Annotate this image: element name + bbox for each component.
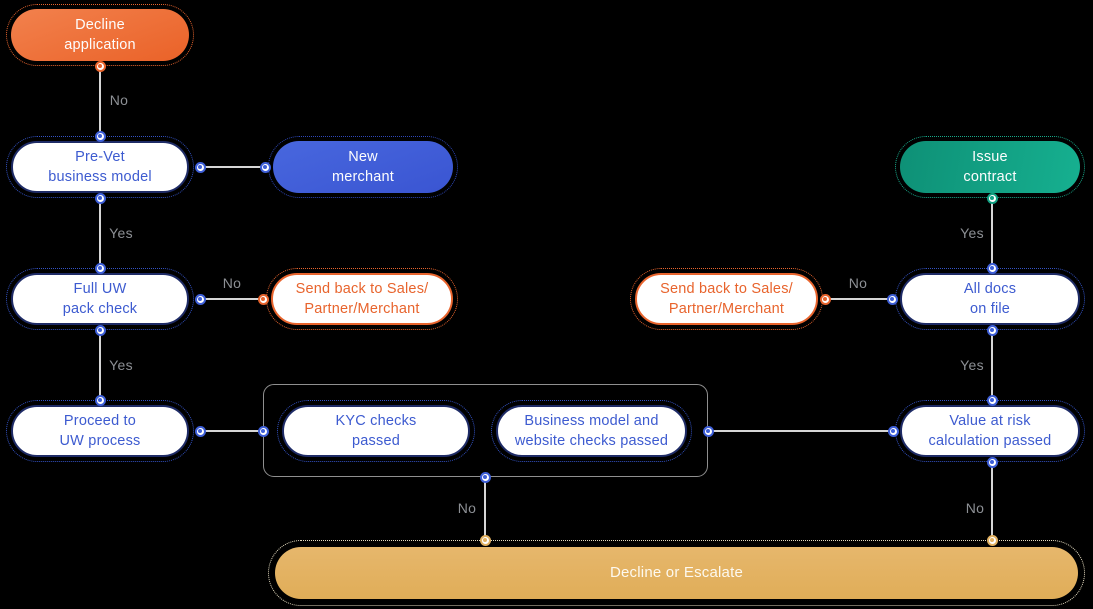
connector-dot-escalate-top-left[interactable] bbox=[479, 534, 491, 546]
connector-dot-escalate-top-right[interactable] bbox=[986, 534, 998, 546]
edge-decline-to-prevet[interactable] bbox=[99, 66, 101, 136]
connector-dot-fulluw-top[interactable] bbox=[94, 262, 106, 274]
node-label: New bbox=[348, 149, 378, 165]
edge-sendback-to-alldocs[interactable] bbox=[825, 298, 892, 300]
connector-dot-sendback-right[interactable] bbox=[819, 293, 831, 305]
node-label: website checks passed bbox=[514, 433, 669, 449]
node-label: Issue bbox=[972, 149, 1008, 165]
connector-dot-decline-bottom[interactable] bbox=[94, 60, 106, 72]
node-issue-contract[interactable]: Issue contract bbox=[895, 136, 1085, 198]
connector-dot-proceed-top[interactable] bbox=[94, 394, 106, 406]
connector-dot-prevet-right[interactable] bbox=[194, 161, 206, 173]
edge-fulluw-to-sendback[interactable] bbox=[200, 298, 263, 300]
edge-fulluw-to-proceed[interactable] bbox=[99, 330, 101, 400]
edge-prevet-to-new-merchant[interactable] bbox=[200, 166, 265, 168]
node-label: Send back to Sales/ bbox=[660, 281, 793, 297]
edge-prevet-to-fulluw[interactable] bbox=[99, 198, 101, 268]
node-decline-application-pill: Decline application bbox=[11, 9, 189, 61]
node-business-checks-pill: Business model and website checks passed bbox=[496, 405, 687, 457]
connector-dot-alldocs-bottom[interactable] bbox=[986, 324, 998, 336]
connector-dot-sendback-left[interactable] bbox=[257, 293, 269, 305]
node-decline-or-escalate-pill: Decline or Escalate bbox=[275, 547, 1078, 599]
node-new-merchant-pill: New merchant bbox=[273, 141, 453, 193]
node-label: contract bbox=[963, 169, 1017, 185]
edge-group-to-decline[interactable] bbox=[484, 477, 486, 540]
node-new-merchant[interactable]: New merchant bbox=[268, 136, 458, 198]
connector-dot-group-left[interactable] bbox=[257, 425, 269, 437]
edge-var-to-decline[interactable] bbox=[991, 462, 993, 540]
edge-label-no: No bbox=[848, 275, 868, 291]
connector-dot-alldocs-left[interactable] bbox=[886, 293, 898, 305]
connector-dot-issue-bottom[interactable] bbox=[986, 192, 998, 204]
node-label: Full UW bbox=[73, 281, 127, 297]
node-send-back-left-pill: Send back to Sales/ Partner/Merchant bbox=[271, 273, 453, 325]
node-label: Decline bbox=[75, 17, 125, 33]
connector-dot-prevet-top[interactable] bbox=[94, 130, 106, 142]
node-label: on file bbox=[969, 301, 1011, 317]
node-proceed-uw-pill: Proceed to UW process bbox=[11, 405, 189, 457]
connector-dot-prevet-bottom[interactable] bbox=[94, 192, 106, 204]
node-label: All docs bbox=[963, 281, 1017, 297]
connector-dot-var-bottom[interactable] bbox=[986, 456, 998, 468]
node-label: merchant bbox=[331, 169, 395, 185]
node-kyc-checks-passed[interactable]: KYC checks passed bbox=[277, 400, 475, 462]
node-pre-vet-business-model[interactable]: Pre-Vet business model bbox=[6, 136, 194, 198]
node-label: Partner/Merchant bbox=[668, 301, 785, 317]
edge-label-yes: Yes bbox=[109, 225, 133, 241]
node-decline-application[interactable]: Decline application bbox=[6, 4, 194, 66]
node-proceed-to-uw-process[interactable]: Proceed to UW process bbox=[6, 400, 194, 462]
node-label: Decline or Escalate bbox=[609, 564, 744, 581]
node-pre-vet-pill: Pre-Vet business model bbox=[11, 141, 189, 193]
connector-dot-fulluw-right[interactable] bbox=[194, 293, 206, 305]
node-all-docs-on-file[interactable]: All docs on file bbox=[895, 268, 1085, 330]
node-label: business model bbox=[48, 169, 152, 185]
edge-label-no: No bbox=[457, 500, 477, 516]
node-label: UW process bbox=[59, 433, 141, 449]
edge-label-yes: Yes bbox=[109, 357, 133, 373]
edge-label-yes: Yes bbox=[960, 357, 984, 373]
node-label: Send back to Sales/ bbox=[295, 281, 429, 297]
edge-proceed-to-group[interactable] bbox=[199, 430, 263, 432]
edge-alldocs-to-var[interactable] bbox=[991, 330, 993, 400]
connector-dot-fulluw-bottom[interactable] bbox=[94, 324, 106, 336]
edge-label-no: No bbox=[965, 500, 985, 516]
edge-label-no: No bbox=[222, 275, 242, 291]
edge-label-no: No bbox=[109, 92, 129, 108]
node-label: passed bbox=[352, 433, 400, 449]
node-send-back-right-pill: Send back to Sales/ Partner/Merchant bbox=[635, 273, 818, 325]
node-all-docs-pill: All docs on file bbox=[900, 273, 1080, 325]
connector-dot-var-top[interactable] bbox=[986, 394, 998, 406]
node-label: Pre-Vet bbox=[75, 149, 125, 165]
edge-issue-to-alldocs[interactable] bbox=[991, 198, 993, 268]
connector-dot-group-right[interactable] bbox=[702, 425, 714, 437]
node-label: KYC checks bbox=[335, 413, 417, 429]
edge-group-to-var[interactable] bbox=[708, 430, 893, 432]
node-label: calculation passed bbox=[928, 433, 1052, 449]
node-label: Business model and bbox=[524, 413, 659, 429]
node-send-back-sales-left[interactable]: Send back to Sales/ Partner/Merchant bbox=[266, 268, 458, 330]
node-value-at-risk-passed[interactable]: Value at risk calculation passed bbox=[895, 400, 1085, 462]
connector-dot-proceed-right[interactable] bbox=[194, 425, 206, 437]
node-label: Value at risk bbox=[949, 413, 1031, 429]
node-kyc-checks-pill: KYC checks passed bbox=[282, 405, 470, 457]
node-send-back-sales-right[interactable]: Send back to Sales/ Partner/Merchant bbox=[630, 268, 823, 330]
node-decline-or-escalate[interactable]: Decline or Escalate bbox=[268, 540, 1085, 606]
connector-dot-new-merchant-left[interactable] bbox=[259, 161, 271, 173]
node-full-uw-pill: Full UW pack check bbox=[11, 273, 189, 325]
node-value-at-risk-pill: Value at risk calculation passed bbox=[900, 405, 1080, 457]
node-label: application bbox=[64, 37, 136, 53]
edge-label-yes: Yes bbox=[960, 225, 984, 241]
node-label: Proceed to bbox=[63, 413, 137, 429]
node-label: Partner/Merchant bbox=[304, 301, 420, 317]
connector-dot-var-left[interactable] bbox=[887, 425, 899, 437]
node-label: pack check bbox=[62, 301, 138, 317]
connector-dot-alldocs-top[interactable] bbox=[986, 262, 998, 274]
node-issue-contract-pill: Issue contract bbox=[900, 141, 1080, 193]
node-full-uw-pack-check[interactable]: Full UW pack check bbox=[6, 268, 194, 330]
connector-dot-group-bottom[interactable] bbox=[479, 471, 491, 483]
node-business-website-checks-passed[interactable]: Business model and website checks passed bbox=[491, 400, 692, 462]
